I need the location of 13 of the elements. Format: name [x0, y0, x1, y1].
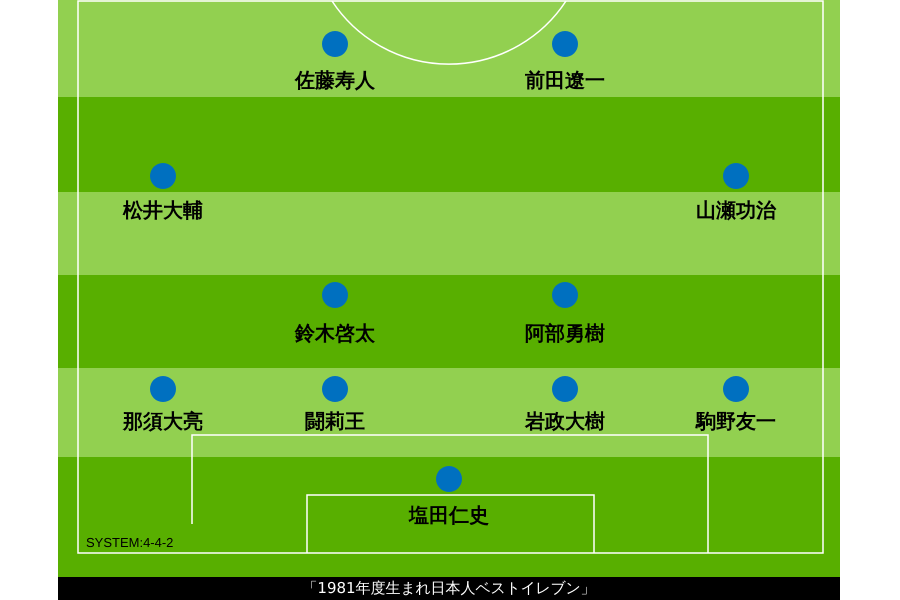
player-name: 鈴木啓太 — [295, 322, 375, 344]
player-name: 塩田仁史 — [409, 504, 489, 526]
caption-text: 「1981年度生まれ日本人ベストイレブン」 — [302, 578, 596, 599]
player-name: 阿部勇樹 — [525, 322, 605, 344]
player-name: 那須大亮 — [123, 410, 203, 432]
player-name: 駒野友一 — [696, 410, 776, 432]
formation-label: SYSTEM:4-4-2 — [86, 535, 174, 550]
player-name: 佐藤寿人 — [295, 69, 375, 91]
player-name: 山瀬功治 — [696, 199, 776, 221]
player-name: 松井大輔 — [123, 199, 203, 221]
player-name: 前田遼一 — [525, 69, 605, 91]
player-name: 闘莉王 — [305, 410, 365, 432]
player-name: 岩政大樹 — [525, 410, 605, 432]
